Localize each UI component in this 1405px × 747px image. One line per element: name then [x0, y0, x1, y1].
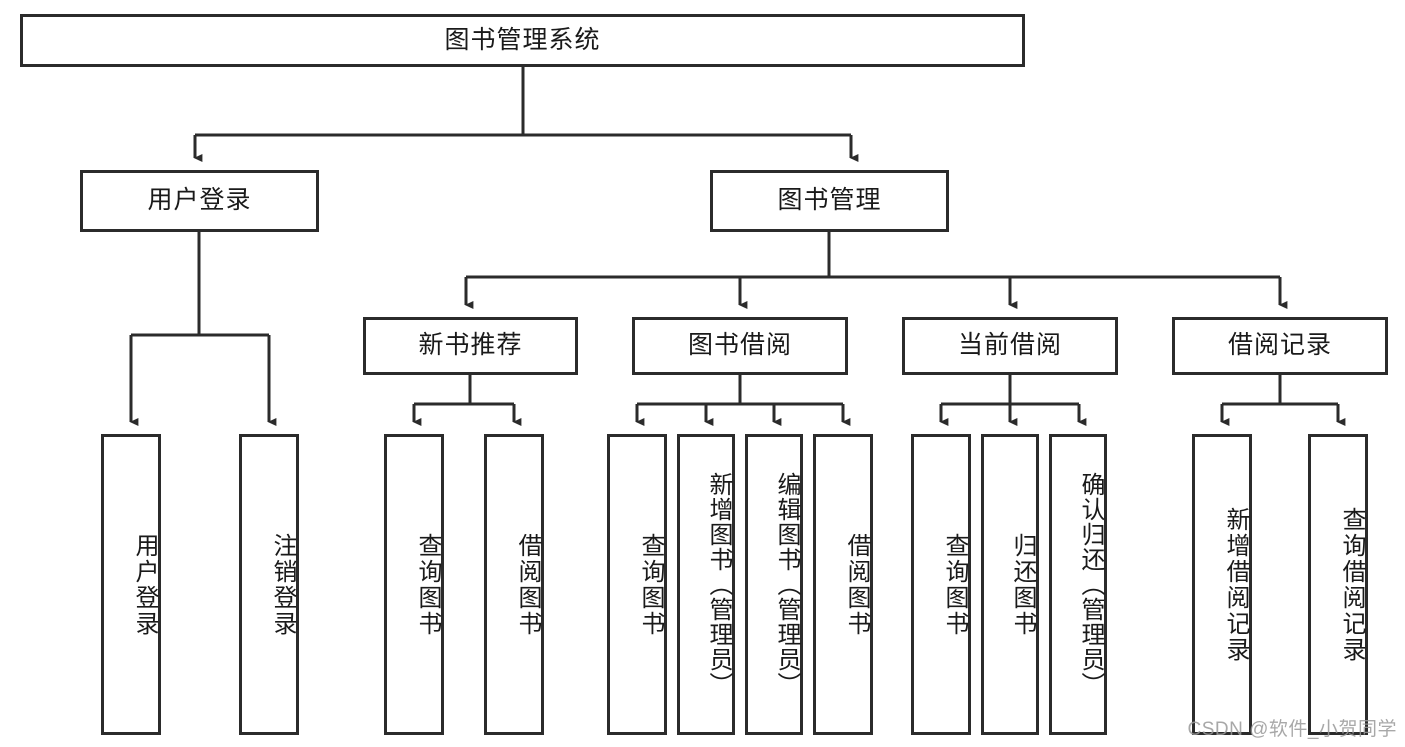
- leaf-new-book-borrow-book[interactable]: 借阅图书: [484, 434, 544, 735]
- node-label: 借阅图书: [514, 532, 541, 637]
- node-label: 借阅记录: [1227, 331, 1332, 360]
- node-label: 查询图书: [637, 532, 664, 637]
- node-label: 归还图书: [1009, 532, 1036, 637]
- node-current-borrow[interactable]: 当前借阅: [902, 317, 1118, 375]
- leaf-book-borrow-borrow-book[interactable]: 借阅图书: [813, 434, 873, 735]
- node-label: 图书管理系统: [444, 25, 601, 54]
- leaf-book-borrow-add-book-admin[interactable]: 新增图书（管理员）: [677, 434, 735, 735]
- leaf-user-login-login[interactable]: 用户登录: [101, 434, 161, 735]
- node-root-book-management-system[interactable]: 图书管理系统: [20, 14, 1025, 67]
- node-label: 查询图书: [941, 532, 968, 637]
- node-label: 用户登录: [131, 532, 158, 637]
- node-label: 新增借阅记录: [1222, 506, 1249, 663]
- leaf-borrow-records-query-record[interactable]: 查询借阅记录: [1308, 434, 1368, 735]
- watermark-text: CSDN @软件_小贺同学: [1187, 719, 1397, 740]
- node-label: 注销登录: [269, 532, 296, 637]
- node-label: 新增图书（管理员）: [705, 472, 732, 697]
- leaf-current-borrow-query-book[interactable]: 查询图书: [911, 434, 971, 735]
- node-book-borrow[interactable]: 图书借阅: [632, 317, 848, 375]
- leaf-current-borrow-return-book[interactable]: 归还图书: [981, 434, 1039, 735]
- leaf-user-login-logout[interactable]: 注销登录: [239, 434, 299, 735]
- node-label: 查询图书: [414, 532, 441, 637]
- node-label: 查询借阅记录: [1338, 506, 1365, 663]
- leaf-new-book-query-book[interactable]: 查询图书: [384, 434, 444, 735]
- leaf-borrow-records-add-record[interactable]: 新增借阅记录: [1192, 434, 1252, 735]
- node-label: 用户登录: [147, 186, 252, 215]
- node-label: 确认归还（管理员）: [1077, 472, 1104, 697]
- leaf-current-borrow-confirm-return-admin[interactable]: 确认归还（管理员）: [1049, 434, 1107, 735]
- node-new-book-recommend[interactable]: 新书推荐: [363, 317, 578, 375]
- node-label: 借阅图书: [843, 532, 870, 637]
- node-label: 当前借阅: [957, 331, 1062, 360]
- node-label: 图书管理: [777, 186, 882, 215]
- node-book-management[interactable]: 图书管理: [710, 170, 949, 232]
- node-label: 图书借阅: [687, 331, 792, 360]
- node-label: 编辑图书（管理员）: [773, 472, 800, 697]
- leaf-book-borrow-edit-book-admin[interactable]: 编辑图书（管理员）: [745, 434, 803, 735]
- node-user-login[interactable]: 用户登录: [80, 170, 319, 232]
- node-borrow-records[interactable]: 借阅记录: [1172, 317, 1388, 375]
- leaf-book-borrow-query-book[interactable]: 查询图书: [607, 434, 667, 735]
- node-label: 新书推荐: [418, 331, 523, 360]
